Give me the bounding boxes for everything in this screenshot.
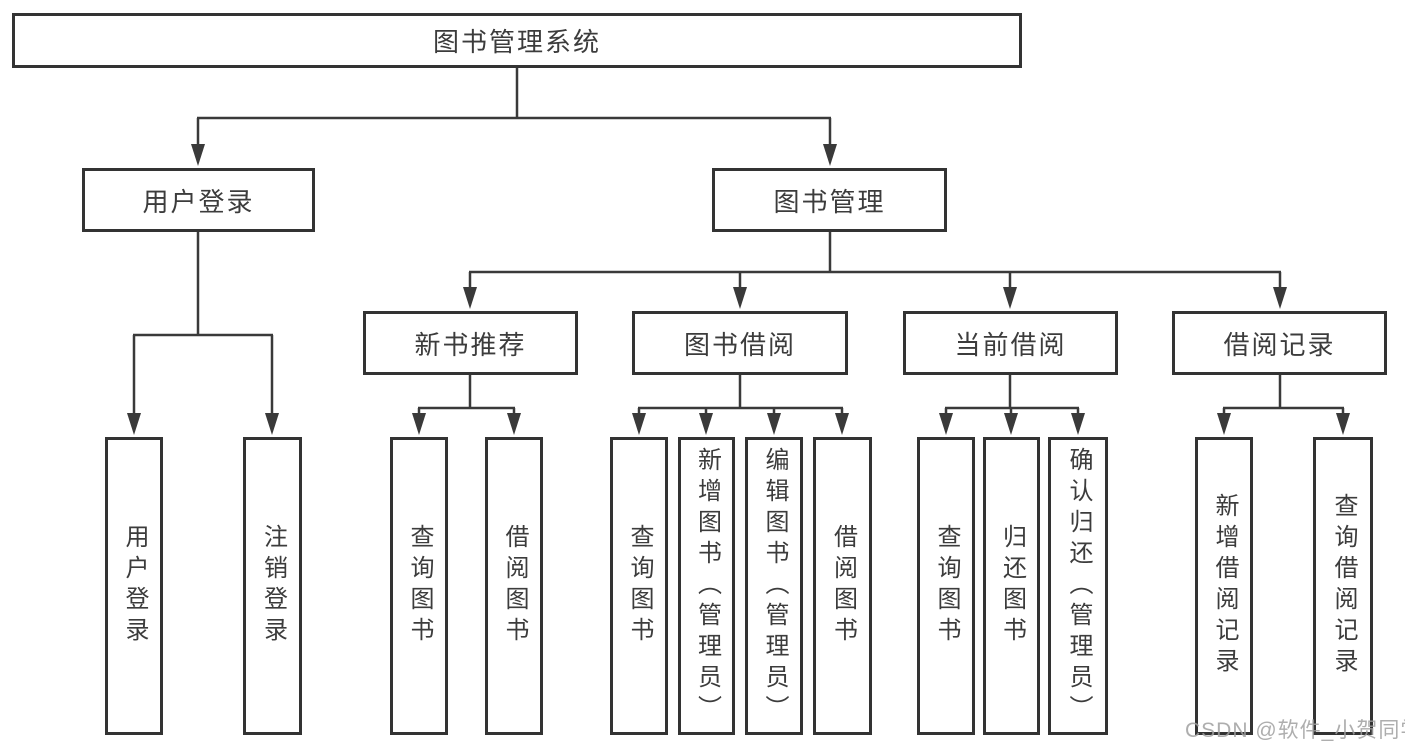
leaf-query-books-current: 查询图书 bbox=[917, 437, 975, 735]
leaf-edit-book-admin: 编辑图书（管理员） bbox=[745, 437, 803, 735]
leaf-logout: 注销登录 bbox=[243, 437, 302, 735]
leaf-borrow-books-borrowing: 借阅图书 bbox=[813, 437, 872, 735]
node-new-book-recommendation: 新书推荐 bbox=[363, 311, 578, 375]
node-book-borrowing: 图书借阅 bbox=[632, 311, 848, 375]
leaf-query-books-recommend: 查询图书 bbox=[390, 437, 448, 735]
node-library-management-system: 图书管理系统 bbox=[12, 13, 1022, 68]
leaf-add-borrow-record: 新增借阅记录 bbox=[1195, 437, 1253, 735]
arrowheads bbox=[127, 144, 1350, 435]
node-user-login: 用户登录 bbox=[82, 168, 315, 232]
leaf-confirm-return-admin: 确认归还（管理员） bbox=[1048, 437, 1108, 735]
node-book-management: 图书管理 bbox=[712, 168, 947, 232]
leaf-user-login: 用户登录 bbox=[105, 437, 163, 735]
node-current-borrowing: 当前借阅 bbox=[903, 311, 1118, 375]
csdn-watermark: CSDN @软件_小贺同学 bbox=[1185, 719, 1405, 742]
leaf-borrow-books-recommend: 借阅图书 bbox=[485, 437, 543, 735]
leaf-add-book-admin: 新增图书（管理员） bbox=[678, 437, 735, 735]
leaf-return-book: 归还图书 bbox=[983, 437, 1040, 735]
leaf-query-books-borrowing: 查询图书 bbox=[610, 437, 668, 735]
leaf-query-borrow-record: 查询借阅记录 bbox=[1313, 437, 1373, 735]
node-borrowing-records: 借阅记录 bbox=[1172, 311, 1387, 375]
